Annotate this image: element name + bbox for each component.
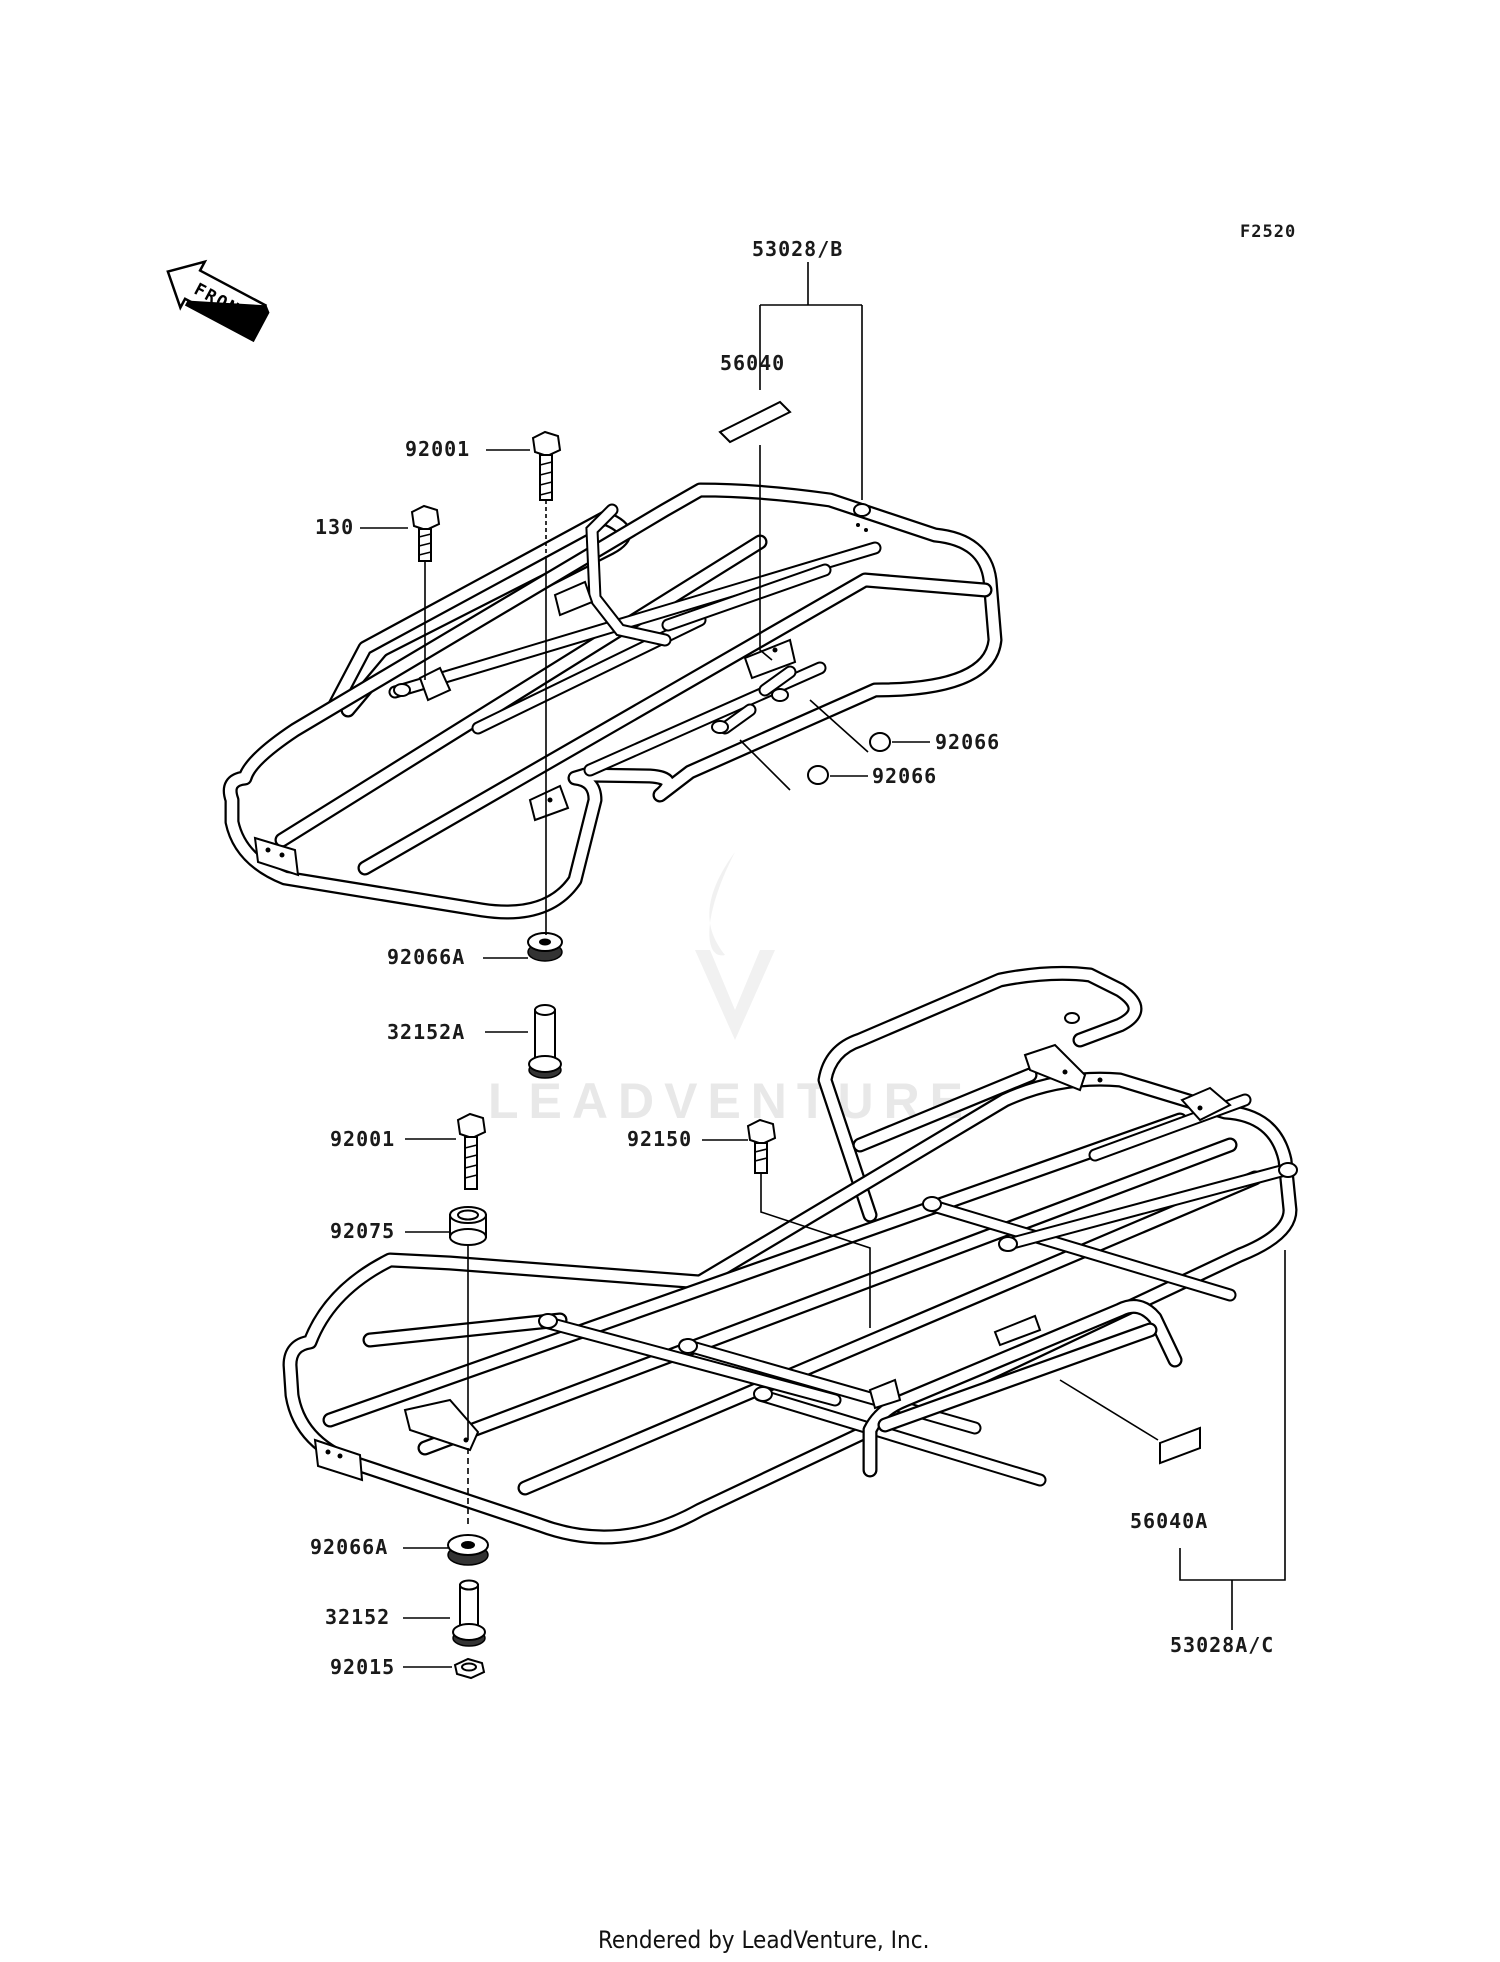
callout-56040a: 56040A: [1130, 1509, 1208, 1533]
front-arrow-icon: FRONT: [166, 259, 270, 343]
rear-carrier: [282, 965, 1298, 1545]
front-carrier: [222, 482, 1003, 920]
callout-130: 130: [315, 515, 354, 539]
callout-92150: 92150: [627, 1127, 692, 1151]
bolt-130: [410, 504, 441, 562]
collar-32152: [452, 1579, 486, 1647]
bolt-92150: [746, 1118, 777, 1174]
footer-credit: Rendered by LeadVenture, Inc.: [598, 1926, 929, 1954]
callout-53028ac: 53028A/C: [1170, 1633, 1274, 1657]
watermark: LEADVENTURE: [488, 852, 973, 1129]
callout-92066-b: 92066: [872, 764, 937, 788]
callout-32152a: 32152A: [387, 1020, 465, 1044]
bolt-92001-top: [531, 430, 562, 501]
callout-92015: 92015: [330, 1655, 395, 1679]
collar-92066a-top: [527, 932, 563, 962]
leader-lines: [360, 262, 1286, 1668]
collar-92066-b: [807, 765, 829, 785]
callout-32152: 32152: [325, 1605, 390, 1629]
callout-92075: 92075: [330, 1219, 395, 1243]
callout-56040: 56040: [720, 351, 785, 375]
diagram-id: F2520: [1240, 222, 1296, 242]
collar-92066a-bottom: [447, 1534, 489, 1566]
watermark-text: LEADVENTURE: [488, 1073, 973, 1129]
grommet-92075: [449, 1206, 487, 1246]
label-56040: [718, 400, 792, 444]
callout-92001-bottom: 92001: [330, 1127, 395, 1151]
callout-92066a-bottom: 92066A: [310, 1535, 388, 1559]
callout-92066a-top: 92066A: [387, 945, 465, 969]
callout-92001-top: 92001: [405, 437, 470, 461]
nut-92015: [453, 1657, 486, 1680]
bolt-92001-bottom: [456, 1112, 487, 1190]
collar-92066-a: [869, 732, 891, 752]
callout-92066-a: 92066: [935, 730, 1000, 754]
collar-32152a: [528, 1004, 562, 1079]
callout-53028b: 53028/B: [752, 237, 843, 261]
label-56040a: [1159, 1426, 1201, 1465]
